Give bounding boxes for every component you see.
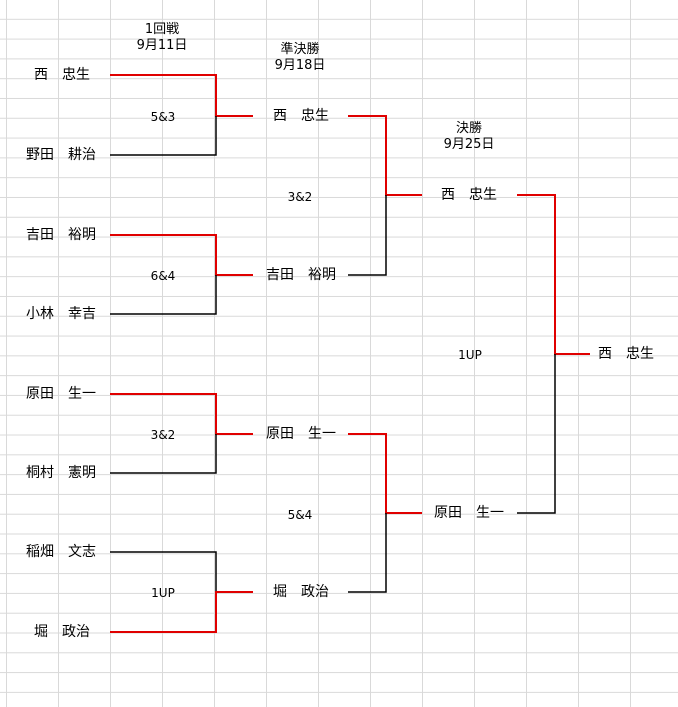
r1-player-8: 堀 政治 — [34, 624, 90, 640]
bracket-line-r1-3-top — [110, 393, 253, 435]
final-player-2: 原田 生一 — [434, 505, 504, 521]
round-date-final: 9月25日 — [443, 137, 495, 152]
round-name-r1: 1回戦 — [144, 22, 180, 37]
semi-score-2: 5&4 — [287, 508, 313, 522]
semi-player-3: 原田 生一 — [266, 426, 336, 442]
final-player-1: 西 忠生 — [441, 187, 497, 203]
bracket-line-r1-2-bottom — [110, 275, 217, 315]
bracket-line-r1-2-top — [110, 234, 253, 276]
round-name-semi: 準決勝 — [280, 42, 320, 57]
semi-player-2: 吉田 裕明 — [266, 267, 336, 283]
r1-player-7: 稲畑 文志 — [26, 544, 96, 560]
r1-player-6: 桐村 憲明 — [26, 465, 96, 481]
r1-player-5: 原田 生一 — [26, 386, 96, 402]
round-header-r1: 1回戦 9月11日 — [137, 22, 188, 54]
r1-score-1: 5&3 — [150, 110, 176, 124]
r1-score-3: 3&2 — [150, 428, 176, 442]
bracket-line-semi-2-bottom — [348, 513, 387, 593]
bracket-line-r1-1-bottom — [110, 116, 217, 156]
r1-score-4: 1UP — [151, 586, 175, 600]
bracket-line-semi-1-top — [348, 115, 422, 196]
round-header-semi: 準決勝 9月18日 — [275, 42, 326, 74]
r1-player-1: 西 忠生 — [34, 67, 90, 83]
round-name-final: 決勝 — [455, 121, 483, 136]
bracket-line-semi-2-top — [348, 433, 422, 514]
r1-player-4: 小林 幸吉 — [26, 306, 96, 322]
bracket-line-r1-4-bottom — [110, 591, 253, 633]
r1-player-2: 野田 耕治 — [26, 147, 96, 163]
round-date-r1: 9月11日 — [136, 38, 188, 53]
bracket-line-semi-1-bottom — [348, 195, 387, 276]
semi-player-4: 堀 政治 — [273, 584, 329, 600]
bracket-line-r1-4-top — [110, 551, 217, 592]
semi-player-1: 西 忠生 — [273, 108, 329, 124]
bracket-line-r1-3-bottom — [110, 434, 217, 474]
bracket-line-r1-1-top — [110, 74, 253, 117]
bracket-line-final-bottom — [517, 354, 556, 514]
round-date-semi: 9月18日 — [274, 58, 326, 73]
bracket-line-final-top — [517, 194, 590, 355]
champion-name: 西 忠生 — [598, 346, 654, 362]
r1-player-3: 吉田 裕明 — [26, 227, 96, 243]
r1-score-2: 6&4 — [150, 269, 176, 283]
final-score: 1UP — [458, 348, 482, 362]
round-header-final: 決勝 9月25日 — [444, 121, 495, 153]
semi-score-1: 3&2 — [287, 190, 313, 204]
